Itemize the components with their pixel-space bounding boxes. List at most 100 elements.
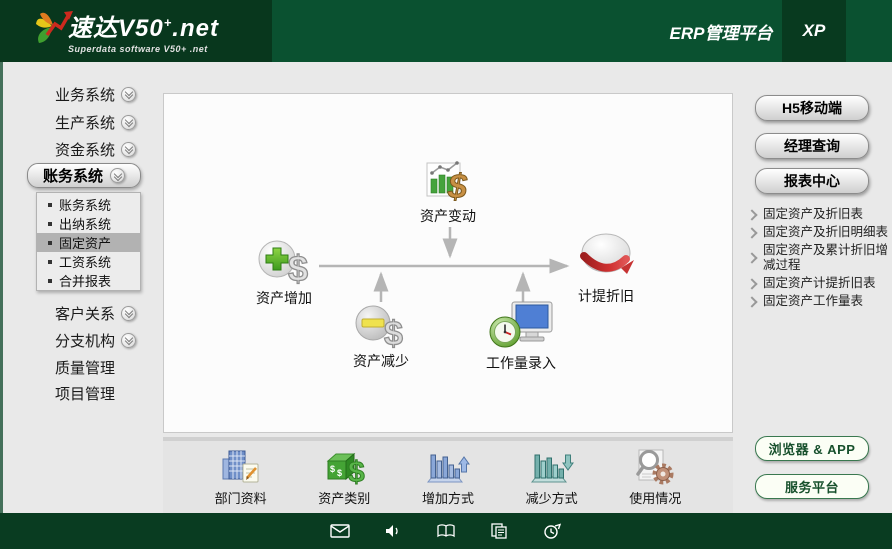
report-link-label: 固定资产及折旧明细表 xyxy=(763,225,889,239)
sidebar-item-label: 生产系统 xyxy=(54,114,115,132)
bullet-icon xyxy=(48,202,52,207)
chevron-double-down-icon xyxy=(121,141,136,157)
schedule-icon[interactable] xyxy=(542,523,562,539)
erp-platform-label: ERP管理平台 xyxy=(669,23,773,43)
submenu-item-cashier[interactable]: 出纳系统 xyxy=(37,214,140,233)
flow-node-depreciation[interactable]: 计提折旧 xyxy=(564,232,648,306)
sidebar-item-customer-relations[interactable]: 客户关系 xyxy=(0,303,148,323)
toolbar-item-usage-status[interactable]: 使用情况 xyxy=(629,447,681,507)
xp-skin-tab[interactable]: XP xyxy=(782,0,846,62)
toolbar-item-asset-category[interactable]: $ $ $ 资产类别 xyxy=(318,447,370,507)
report-link-accumulated-depreciation-change[interactable]: 固定资产及累计折旧增减过程 xyxy=(746,243,890,273)
chevron-double-down-icon xyxy=(121,305,136,321)
submenu-item-accounting[interactable]: 账务系统 xyxy=(37,195,140,214)
chevron-double-down-icon xyxy=(121,332,136,348)
sidebar-item-quality-management[interactable]: 质量管理 xyxy=(0,357,148,377)
chevron-right-icon xyxy=(746,252,758,264)
brand-main: 速达V50 xyxy=(68,15,164,42)
report-link-label: 固定资产工作量表 xyxy=(763,294,864,308)
asset-decrease-icon: $ xyxy=(355,305,404,349)
submenu-item-fixed-assets-selected[interactable]: 固定资产 xyxy=(37,233,140,252)
submenu-item-label: 固定资产 xyxy=(59,236,112,251)
manual-book-icon[interactable] xyxy=(436,523,456,539)
h5-mobile-button[interactable]: H5移动端 xyxy=(755,95,869,121)
report-link-depreciation-provision[interactable]: 固定资产计提折旧表 xyxy=(746,276,890,291)
chevron-double-down-icon xyxy=(121,86,136,102)
submenu-item-consolidated-reports[interactable]: 合并报表 xyxy=(37,271,140,290)
submenu-item-label: 工资系统 xyxy=(59,255,112,270)
bullet-icon xyxy=(48,278,52,283)
sidebar-item-production-system[interactable]: 生产系统 xyxy=(0,112,148,132)
flow-node-asset-decrease[interactable]: $ 资产减少 xyxy=(341,303,421,371)
toolbar-item-decrease-method[interactable]: 减少方式 xyxy=(526,447,578,507)
manager-query-button[interactable]: 经理查询 xyxy=(755,133,869,159)
sidebar-item-label: 业务系统 xyxy=(54,86,115,104)
flow-node-label: 资产增加 xyxy=(256,290,312,306)
bullet-icon xyxy=(48,240,52,245)
status-bar xyxy=(0,513,892,549)
app-title: 速达V50+.net xyxy=(68,8,219,43)
flow-node-label: 工作量录入 xyxy=(486,355,556,371)
report-center-button[interactable]: 报表中心 xyxy=(755,168,869,194)
asset-category-cube-icon: $ $ $ xyxy=(326,452,366,487)
fixed-assets-toolbar: 部门资料 $ $ $ 资产类别 增加方式 xyxy=(163,437,733,513)
chevron-double-down-icon xyxy=(110,168,125,183)
report-link-fixed-assets-depreciation-detail[interactable]: 固定资产及折旧明细表 xyxy=(746,225,890,240)
report-link-label: 固定资产及累计折旧增减过程 xyxy=(763,243,889,272)
asset-increase-icon: $ xyxy=(258,240,309,286)
toolbar-item-increase-method[interactable]: 增加方式 xyxy=(422,447,474,507)
mail-icon[interactable] xyxy=(330,523,350,539)
documents-icon[interactable] xyxy=(489,523,509,539)
toolbar-item-department-info[interactable]: 部门资料 xyxy=(215,447,267,507)
chevron-double-down-icon xyxy=(121,114,136,130)
svg-text:$: $ xyxy=(288,248,308,286)
svg-text:$: $ xyxy=(384,315,403,349)
sidebar-item-label: 账务系统 xyxy=(42,168,103,185)
report-link-fixed-assets-workload[interactable]: 固定资产工作量表 xyxy=(746,294,890,309)
svg-text:$: $ xyxy=(447,168,468,204)
sidebar-item-business-system[interactable]: 业务系统 xyxy=(0,84,148,104)
chevron-right-icon xyxy=(746,226,758,239)
submenu-item-label: 账务系统 xyxy=(59,198,112,213)
brand-block: 速达V50+.net Superdata software V50+ .net xyxy=(68,8,219,54)
app-subtitle: Superdata software V50+ .net xyxy=(68,44,208,54)
svg-text:$: $ xyxy=(348,456,365,487)
flow-connectors xyxy=(319,227,570,302)
chevron-right-icon xyxy=(746,277,758,290)
brand-plus: + xyxy=(163,15,173,30)
sidebar-item-project-management[interactable]: 项目管理 xyxy=(0,383,148,403)
logo-section: 速达V50+.net Superdata software V50+ .net xyxy=(0,0,272,62)
asset-change-icon: $ xyxy=(426,161,469,204)
flow-node-workload-entry[interactable]: 工作量录入 xyxy=(479,301,563,373)
svg-text:$: $ xyxy=(337,468,342,478)
toolbar-item-label: 部门资料 xyxy=(214,491,267,506)
toolbar-item-label: 增加方式 xyxy=(421,491,474,506)
chevron-right-icon xyxy=(746,208,758,221)
sidebar-item-funds-system[interactable]: 资金系统 xyxy=(0,139,148,159)
sidebar-item-label: 资金系统 xyxy=(54,141,115,159)
toolbar-item-label: 使用情况 xyxy=(629,491,682,506)
submenu-item-label: 合并报表 xyxy=(59,274,112,289)
browser-app-button[interactable]: 浏览器 & APP xyxy=(755,436,869,461)
flow-node-asset-change[interactable]: $ 资产变动 xyxy=(408,158,488,226)
submenu-item-payroll[interactable]: 工资系统 xyxy=(37,252,140,271)
svg-text:$: $ xyxy=(330,464,335,474)
superdata-logo-icon xyxy=(36,11,73,43)
report-link-label: 固定资产计提折旧表 xyxy=(763,276,876,290)
increase-method-chart-icon xyxy=(426,454,470,483)
flow-node-asset-increase[interactable]: $ 资产增加 xyxy=(244,236,324,308)
app-header: 速达V50+.net Superdata software V50+ .net … xyxy=(0,0,892,62)
report-link-label: 固定资产及折旧表 xyxy=(763,207,864,221)
decrease-method-chart-icon xyxy=(530,454,574,483)
window-left-edge xyxy=(0,62,3,513)
service-platform-button[interactable]: 服务平台 xyxy=(755,474,869,499)
fixed-assets-flowchart-canvas: $ 资产变动 $ 资产增加 xyxy=(163,93,733,433)
sound-icon[interactable] xyxy=(383,523,403,539)
sidebar-item-label: 质量管理 xyxy=(54,359,115,377)
sidebar-item-branch-organization[interactable]: 分支机构 xyxy=(0,330,148,350)
bullet-icon xyxy=(48,221,52,226)
report-link-fixed-assets-depreciation[interactable]: 固定资产及折旧表 xyxy=(746,207,890,222)
flow-node-label: 计提折旧 xyxy=(578,288,634,304)
sidebar-item-accounting-system-selected[interactable]: 账务系统 xyxy=(27,163,141,188)
